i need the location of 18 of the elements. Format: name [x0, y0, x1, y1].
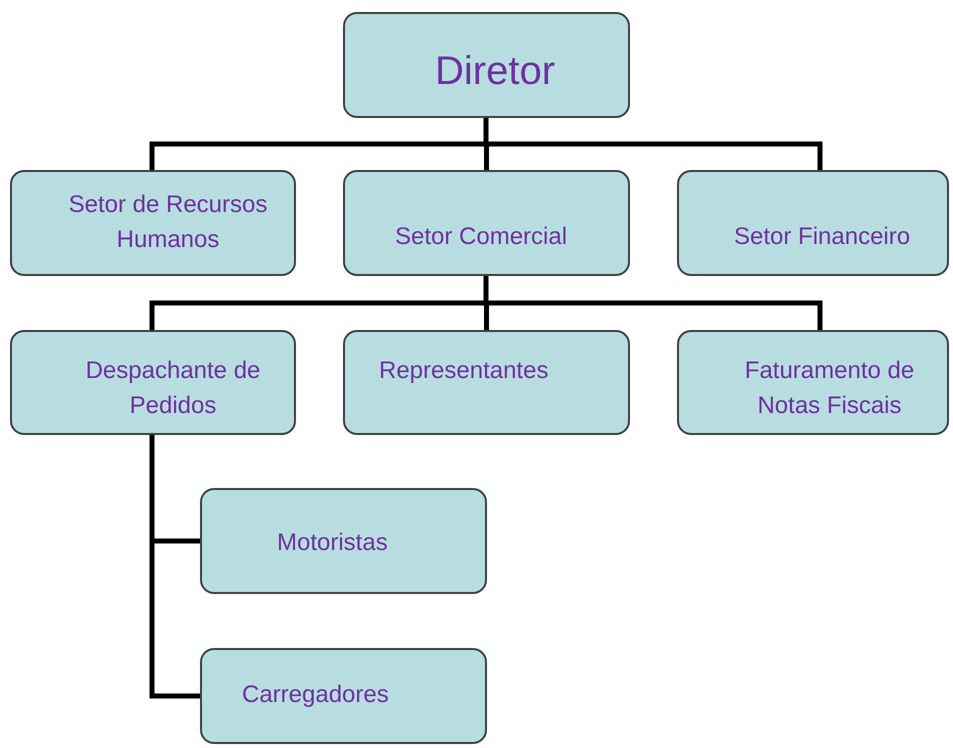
org-box	[343, 330, 630, 435]
box-label: Setor de Recursos Humanos	[68, 190, 268, 255]
org-box	[200, 648, 487, 744]
box-label: Setor Comercial	[395, 222, 568, 252]
box-label: Setor Financeiro	[734, 222, 910, 252]
org-box	[343, 170, 630, 276]
org-box	[10, 170, 296, 276]
box-label: Despachante de Pedidos	[84, 356, 262, 421]
org-box	[677, 170, 949, 276]
box-label: Faturamento de Notas Fiscais	[744, 356, 916, 421]
box-label: Motoristas	[277, 528, 388, 558]
org-box	[677, 330, 949, 435]
box-label: Diretor	[435, 48, 556, 95]
box-label: Carregadores	[242, 680, 389, 710]
org-box	[200, 488, 487, 594]
org-box	[10, 330, 296, 435]
org-box	[343, 12, 630, 118]
box-label: Representantes	[379, 356, 548, 386]
